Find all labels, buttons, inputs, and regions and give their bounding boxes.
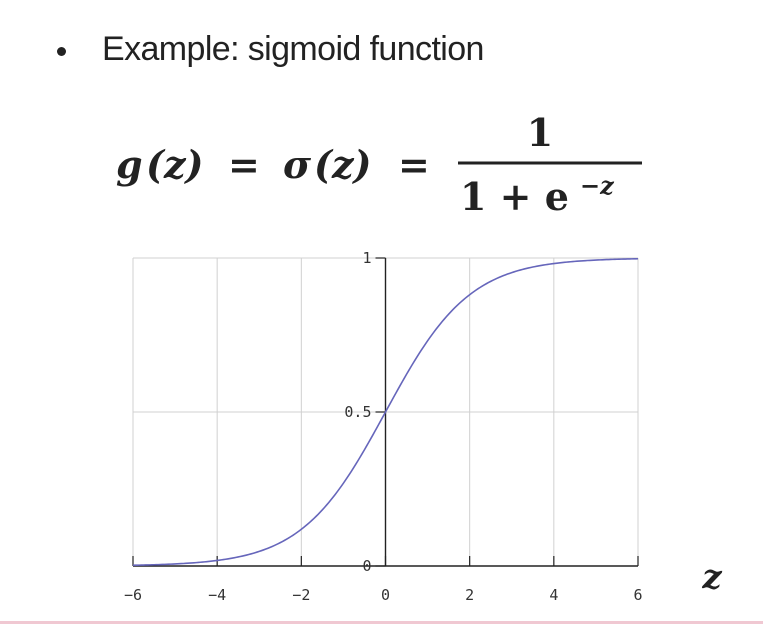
formula-arg-g: (z) xyxy=(146,142,204,187)
y-tick-label-0: 0 xyxy=(362,557,371,575)
formula-equals-2: = xyxy=(398,142,430,187)
formula-arg-sigma: (z) xyxy=(314,142,372,187)
formula-sigma: σ xyxy=(283,142,312,187)
label-layer: −6 −4 −2 0 2 4 6 0 0.5 1 z xyxy=(124,249,722,604)
y-tick-label-2: 1 xyxy=(362,249,371,267)
x-tick-label-0: −6 xyxy=(124,586,142,604)
formula-numerator: 1 xyxy=(527,110,553,155)
bullet-item: Example: sigmoid function xyxy=(57,24,484,74)
x-tick-label-5: 4 xyxy=(549,586,558,604)
sigmoid-curve xyxy=(132,257,639,567)
x-tick-label-4: 2 xyxy=(465,586,474,604)
bullet-dot-icon xyxy=(57,46,66,56)
x-tick-label-1: −4 xyxy=(208,586,226,604)
x-tick-label-3: 0 xyxy=(381,586,390,604)
bottom-rule xyxy=(0,621,763,624)
formula-exponent: −z xyxy=(580,171,615,200)
x-axis-label: z xyxy=(701,557,722,597)
x-tick-label-6: 6 xyxy=(633,586,642,604)
sigmoid-formula: g (z) = σ (z) = 1 1 + e −z xyxy=(116,110,642,219)
formula-equals-1: = xyxy=(228,142,260,187)
bullet-text: Example: sigmoid function xyxy=(102,29,484,68)
y-tick-label-1: 0.5 xyxy=(344,403,371,421)
formula-g: g xyxy=(116,142,143,187)
formula-denominator: 1 + e xyxy=(460,174,569,219)
curve-layer xyxy=(132,257,639,567)
x-tick-label-2: −2 xyxy=(292,586,310,604)
